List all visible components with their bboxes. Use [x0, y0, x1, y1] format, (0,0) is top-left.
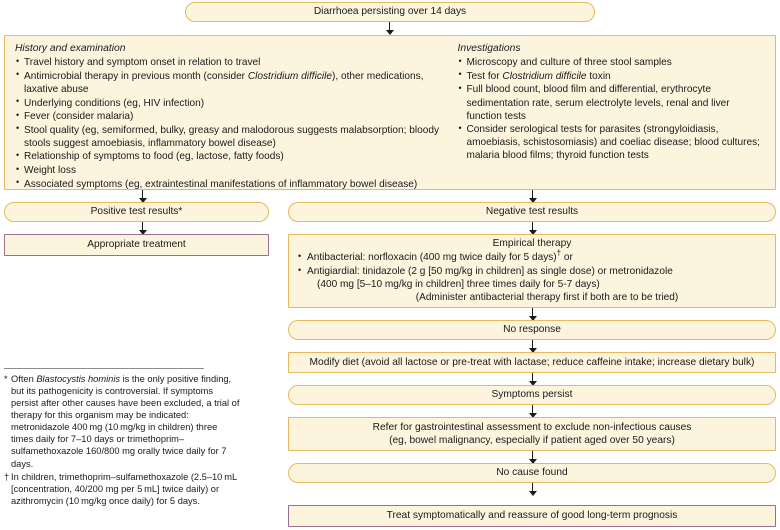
list-item: Antimicrobial therapy in previous month … — [15, 69, 452, 96]
dagger-mark: † — [556, 249, 562, 259]
list-item: Relationship of symptoms to food (eg, la… — [15, 150, 452, 163]
node-symptoms-persist: Symptoms persist — [288, 385, 776, 405]
node-treat-symptomatically-label: Treat symptomatically and reassure of go… — [386, 510, 678, 522]
empirical-therapy-note: (Administer antibacterial therapy first … — [415, 292, 679, 304]
list-item: Underlying conditions (eg, HIV infection… — [15, 96, 452, 110]
node-no-cause-found-label: No cause found — [496, 467, 568, 479]
node-start-label: Diarrhoea persisting over 14 days — [313, 6, 467, 18]
node-no-cause-found: No cause found — [288, 463, 776, 483]
empirical-item2: Antigiardial: tinidazole (2 g [50 mg/kg … — [307, 265, 673, 277]
investigations-heading: Investigations — [457, 43, 521, 54]
node-appropriate-treatment: Appropriate treatment — [4, 234, 269, 256]
arrow-no-cause-to-treat — [528, 483, 537, 496]
investigations-list: Microscopy and culture of three stool sa… — [458, 56, 766, 162]
node-start-diarrhoea: Diarrhoea persisting over 14 days — [185, 2, 595, 22]
refer-gi-line2: (eg, bowel malignancy, especially if pat… — [389, 435, 675, 446]
node-refer-gi-assessment: Refer for gastrointestinal assessment to… — [288, 417, 776, 451]
node-appropriate-treatment-label: Appropriate treatment — [87, 239, 186, 251]
footnote-mark: † — [4, 471, 10, 482]
footnote-asterisk: *Often Blastocystis hominis is the only … — [4, 373, 240, 470]
column-history: History and examination Travel history a… — [15, 42, 458, 190]
node-empirical-therapy: Empirical therapy Antibacterial: norflox… — [288, 234, 776, 308]
column-investigations: Investigations Microscopy and culture of… — [458, 42, 766, 183]
footnote-divider — [4, 368, 204, 369]
footnote-text-a: Often — [11, 374, 37, 384]
list-item: Travel history and symptom onset in rela… — [15, 56, 452, 69]
list-item: Consider serological tests for parasites… — [458, 123, 766, 162]
node-positive-label: Positive test results* — [90, 206, 183, 218]
list-item: Associated symptoms (eg, extraintestinal… — [15, 177, 452, 191]
node-modify-diet: Modify diet (avoid all lactose or pre-tr… — [288, 352, 776, 373]
node-symptoms-persist-label: Symptoms persist — [491, 389, 573, 401]
arrow-start-to-panel — [385, 22, 394, 35]
list-item: Full blood count, blood film and differe… — [458, 83, 766, 122]
list-item: Antigiardial: tinidazole (2 g [50 mg/kg … — [297, 265, 767, 278]
history-heading: History and examination — [15, 43, 126, 54]
list-item: Test for Clostridium difficile toxin — [458, 69, 766, 83]
list-item: Microscopy and culture of three stool sa… — [458, 56, 766, 69]
footnotes: *Often Blastocystis hominis is the only … — [4, 368, 240, 508]
node-no-response-label: No response — [503, 324, 561, 336]
node-negative-test-results: Negative test results — [288, 202, 776, 222]
footnote-text-a: In children, trimethoprim–sulfamethoxazo… — [11, 471, 237, 506]
node-treat-symptomatically: Treat symptomatically and reassure of go… — [288, 505, 776, 527]
footnote-italic: Blastocystis hominis — [36, 374, 121, 384]
list-item: Stool quality (eg, semiformed, bulky, gr… — [15, 123, 452, 150]
list-item: Antibacterial: norfloxacin (400 mg twice… — [297, 249, 767, 264]
panel-assessment: History and examination Travel history a… — [4, 35, 776, 190]
footnote-text-b: is the only positive finding, but its pa… — [11, 374, 240, 469]
node-positive-test-results: Positive test results* — [4, 202, 269, 222]
empirical-therapy-title: Empirical therapy — [492, 238, 572, 250]
footnote-mark: * — [4, 374, 8, 384]
empirical-item1-pre: Antibacterial: norfloxacin (400 mg twice… — [307, 252, 557, 264]
refer-gi-line1: Refer for gastrointestinal assessment to… — [372, 421, 692, 433]
footnote-dagger: †In children, trimethoprim–sulfamethoxaz… — [4, 471, 240, 507]
list-item: Weight loss — [15, 164, 452, 177]
history-list: Travel history and symptom onset in rela… — [15, 56, 452, 191]
node-no-response: No response — [288, 320, 776, 340]
list-item: Fever (consider malaria) — [15, 110, 452, 123]
empirical-item1-post: or — [561, 252, 573, 264]
empirical-item2-continuation: (400 mg [5–10 mg/kg in children] three t… — [317, 279, 600, 291]
node-negative-label: Negative test results — [485, 206, 579, 218]
node-modify-diet-label: Modify diet (avoid all lactose or pre-tr… — [309, 356, 755, 368]
